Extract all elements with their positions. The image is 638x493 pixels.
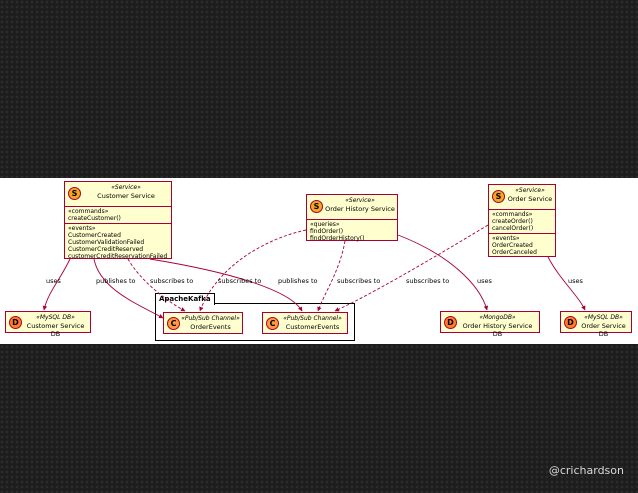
events-section: «events» CustomerCreated CustomerValidat… xyxy=(68,225,168,260)
subscribes-arrow xyxy=(317,240,346,312)
subscribes-arrow xyxy=(334,224,489,312)
edge-label-subscribes: subscribes to xyxy=(150,277,194,285)
service-name: Customer Service xyxy=(97,192,155,200)
subscribes-arrow xyxy=(127,258,186,312)
uses-arrow xyxy=(42,258,71,311)
service-icon: S xyxy=(310,200,323,213)
order-service-box: S «Service» Order Service «commands» cre… xyxy=(488,184,556,257)
author-credit: @crichardson xyxy=(548,464,624,477)
commands-section: «commands» createCustomer() xyxy=(65,207,171,224)
customer-service-box: S «Service» Customer Service «commands» … xyxy=(64,181,172,260)
service-name: Order Service xyxy=(507,195,553,203)
customer-service-db-box: D «MySQL DB» Customer Service DB xyxy=(5,311,91,338)
service-name: Order History Service xyxy=(325,205,395,213)
database-icon: D xyxy=(9,316,22,329)
edge-label-uses: uses xyxy=(568,277,583,285)
publishes-arrow xyxy=(149,258,303,312)
events-section: «events» OrderCreated OrderCanceled xyxy=(492,235,537,256)
queries-section: «queries» findOrder() findOrderHistory() xyxy=(310,221,365,242)
stereotype: «Service» xyxy=(345,197,375,204)
channel-icon: C xyxy=(167,317,180,330)
database-icon: D xyxy=(444,316,457,329)
order-history-service-db-box: D «MongoDB» Order History Service DB xyxy=(440,311,540,338)
order-service-db-box: D «MySQL DB» Order Service DB xyxy=(560,311,632,338)
service-icon: S xyxy=(492,190,505,203)
uses-arrow xyxy=(547,256,586,311)
commands-section: «commands» createOrder() cancelOrder() xyxy=(489,210,555,234)
edge-label-publishes: publishes to xyxy=(96,277,136,285)
order-history-service-box: S «Service» Order History Service «queri… xyxy=(306,194,398,242)
stereotype: «Service» xyxy=(515,187,545,194)
edge-label-uses: uses xyxy=(477,277,492,285)
channel-icon: C xyxy=(266,317,279,330)
edge-label-subscribes: subscribes to xyxy=(406,277,450,285)
publishes-arrow xyxy=(93,258,164,319)
customer-events-channel-box: C «Pub/Sub Channel» CustomerEvents xyxy=(262,312,348,334)
order-events-channel-box: C «Pub/Sub Channel» OrderEvents xyxy=(163,312,243,334)
service-icon: S xyxy=(68,187,81,200)
database-icon: D xyxy=(564,316,577,329)
edge-label-subscribes: subscribes to xyxy=(337,277,381,285)
uses-arrow xyxy=(397,234,489,311)
edge-label-subscribes: subscribes to xyxy=(218,277,262,285)
stereotype: «Service» xyxy=(111,184,141,191)
subscribes-arrow xyxy=(199,229,307,312)
edge-label-publishes: publishes to xyxy=(278,277,318,285)
edge-label-uses: uses xyxy=(46,277,61,285)
